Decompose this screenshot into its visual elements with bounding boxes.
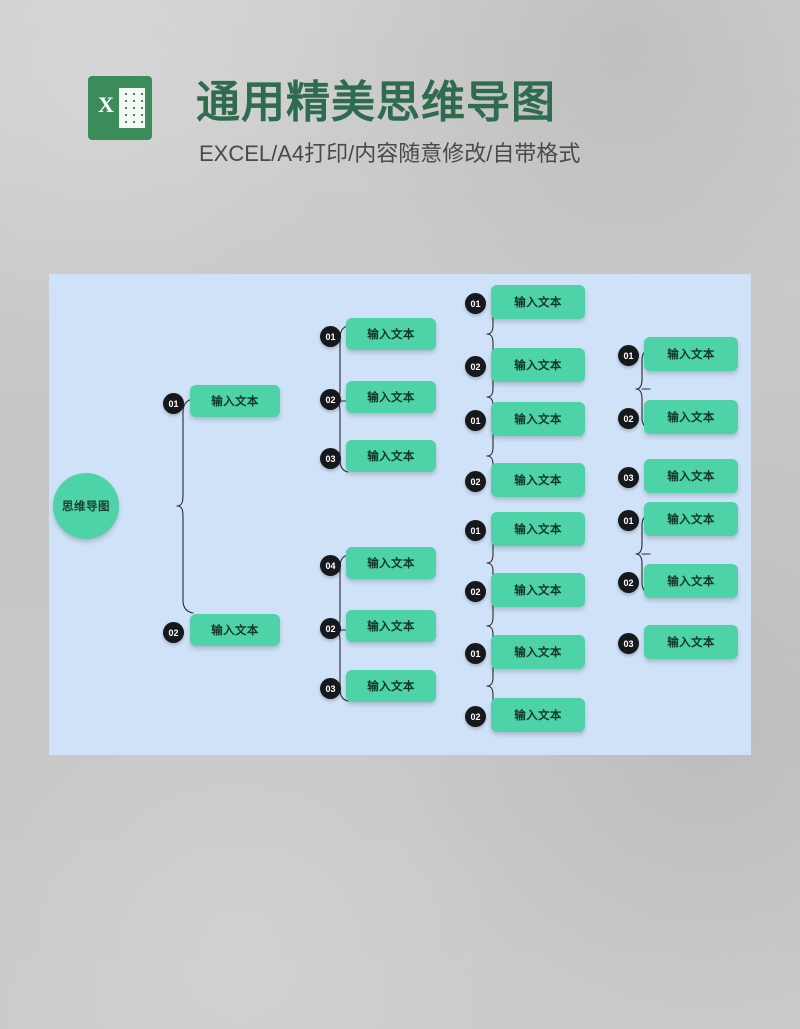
page-subtitle: EXCEL/A4打印/内容随意修改/自带格式	[199, 141, 581, 166]
header: X 通用精美思维导图 EXCEL/A4打印/内容随意修改/自带格式	[0, 0, 800, 200]
excel-logo-letter: X	[98, 92, 114, 117]
badge-level4-2: 02	[618, 408, 639, 429]
node-level3-2[interactable]: 输入文本	[491, 348, 585, 382]
node-level4-6[interactable]: 输入文本	[644, 625, 738, 659]
excel-grid-icon	[119, 88, 145, 128]
node-level3-5[interactable]: 输入文本	[491, 512, 585, 546]
node-level2-2[interactable]: 输入文本	[346, 381, 436, 413]
node-level4-1[interactable]: 输入文本	[644, 337, 738, 371]
badge-level3-4: 02	[465, 471, 486, 492]
node-level3-8[interactable]: 输入文本	[491, 698, 585, 732]
badge-level4-6: 03	[618, 633, 639, 654]
node-level3-4[interactable]: 输入文本	[491, 463, 585, 497]
mindmap-canvas: 思维导图 01 输入文本 02 输入文本 01 输入文本 02 输入文本 03 …	[49, 274, 751, 755]
node-label: 输入文本	[514, 475, 562, 487]
badge-level2-5: 02	[320, 618, 341, 639]
badge-level4-1: 01	[618, 345, 639, 366]
node-label: 输入文本	[367, 621, 415, 633]
node-label: 输入文本	[514, 414, 562, 426]
node-label: 输入文本	[211, 396, 259, 408]
node-label: 输入文本	[667, 637, 715, 649]
node-level2-5[interactable]: 输入文本	[346, 610, 436, 642]
node-label: 输入文本	[514, 524, 562, 536]
badge-level4-3: 03	[618, 467, 639, 488]
node-level3-7[interactable]: 输入文本	[491, 635, 585, 669]
node-label: 输入文本	[367, 392, 415, 404]
node-level4-5[interactable]: 输入文本	[644, 564, 738, 598]
badge-level2-4: 04	[320, 555, 341, 576]
badge-level2-2: 02	[320, 389, 341, 410]
badge-level4-4: 01	[618, 510, 639, 531]
node-level2-6[interactable]: 输入文本	[346, 670, 436, 702]
node-label: 输入文本	[667, 514, 715, 526]
badge-level4-5: 02	[618, 572, 639, 593]
node-label: 输入文本	[514, 585, 562, 597]
node-label: 输入文本	[667, 349, 715, 361]
node-level2-4[interactable]: 输入文本	[346, 547, 436, 579]
badge-level2-3: 03	[320, 448, 341, 469]
root-label: 思维导图	[62, 501, 110, 513]
page-title: 通用精美思维导图	[196, 78, 556, 127]
node-label: 输入文本	[514, 710, 562, 722]
badge-level3-7: 01	[465, 643, 486, 664]
node-label: 输入文本	[367, 558, 415, 570]
node-label: 输入文本	[667, 471, 715, 483]
node-level2-3[interactable]: 输入文本	[346, 440, 436, 472]
badge-level3-1: 01	[465, 293, 486, 314]
node-label: 输入文本	[211, 625, 259, 637]
node-level4-4[interactable]: 输入文本	[644, 502, 738, 536]
node-level4-3[interactable]: 输入文本	[644, 459, 738, 493]
node-level2-1[interactable]: 输入文本	[346, 318, 436, 350]
excel-logo: X	[88, 76, 152, 140]
node-label: 输入文本	[667, 412, 715, 424]
badge-level2-6: 03	[320, 678, 341, 699]
node-level1-2[interactable]: 输入文本	[190, 614, 280, 646]
node-level3-6[interactable]: 输入文本	[491, 573, 585, 607]
node-label: 输入文本	[667, 576, 715, 588]
node-label: 输入文本	[367, 329, 415, 341]
badge-level3-8: 02	[465, 706, 486, 727]
badge-level1-1: 01	[163, 393, 184, 414]
node-label: 输入文本	[367, 451, 415, 463]
node-level4-2[interactable]: 输入文本	[644, 400, 738, 434]
node-level3-1[interactable]: 输入文本	[491, 285, 585, 319]
node-label: 输入文本	[367, 681, 415, 693]
node-label: 输入文本	[514, 297, 562, 309]
badge-level3-3: 01	[465, 410, 486, 431]
badge-level1-2: 02	[163, 622, 184, 643]
badge-level3-2: 02	[465, 356, 486, 377]
node-level1-1[interactable]: 输入文本	[190, 385, 280, 417]
mindmap-root-node[interactable]: 思维导图	[53, 473, 119, 539]
badge-level2-1: 01	[320, 326, 341, 347]
node-label: 输入文本	[514, 647, 562, 659]
badge-level3-6: 02	[465, 581, 486, 602]
badge-level3-5: 01	[465, 520, 486, 541]
node-level3-3[interactable]: 输入文本	[491, 402, 585, 436]
node-label: 输入文本	[514, 360, 562, 372]
